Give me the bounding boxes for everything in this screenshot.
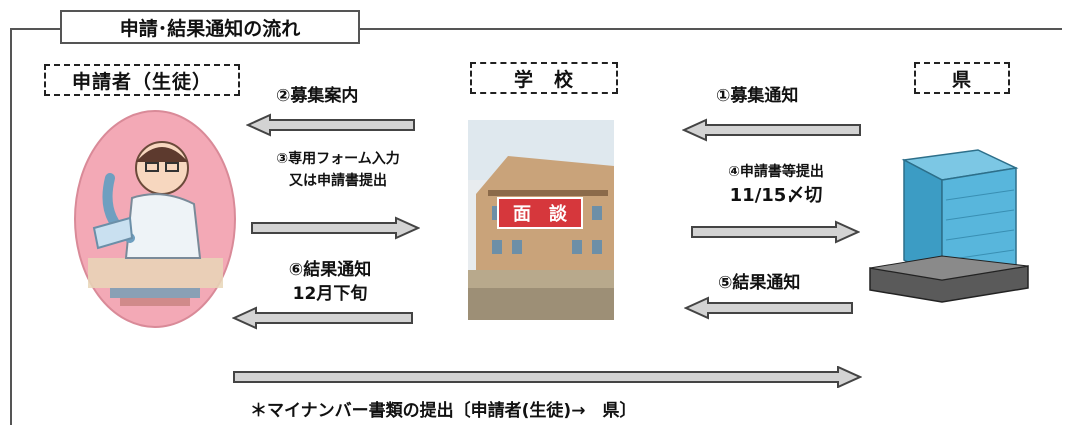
label-step2: ②募集案内: [276, 86, 359, 106]
label-step3-line1: ③専用フォーム入力: [276, 151, 400, 167]
arrow-step3-right: [251, 216, 420, 240]
label-step4-line1: ④申請書等提出: [728, 164, 824, 180]
prefecture-building-illustration: [869, 149, 1029, 303]
label-step6: ⑥結果通知 12月下旬: [250, 258, 410, 306]
label-step3: ③専用フォーム入力 又は申請書提出: [248, 148, 428, 192]
school-building-illustration: 面 談: [468, 120, 614, 320]
prefecture-box: 県: [914, 62, 1010, 94]
diagram-title: 申請･結果通知の流れ: [60, 10, 360, 44]
arrow-step2-left: [246, 113, 415, 137]
label-step3-line2: 又は申請書提出: [289, 173, 387, 189]
label-step5: ⑤結果通知: [718, 273, 801, 293]
applicant-box: 申請者（生徒）: [44, 64, 240, 96]
label-step4: ④申請書等提出 11/15〆切: [696, 160, 856, 208]
arrow-step5-left: [684, 296, 853, 320]
label-step6-line1: ⑥結果通知: [288, 260, 372, 280]
label-step6-line2: 12月下旬: [292, 284, 368, 304]
arrow-step4-right: [691, 220, 860, 244]
label-step1: ①募集通知: [716, 86, 799, 106]
school-box: 学 校: [470, 62, 618, 94]
arrow-step6-left: [232, 306, 413, 330]
arrow-step1-left: [682, 118, 861, 142]
label-step4-line2: 11/15〆切: [729, 185, 823, 206]
diagram-frame: [10, 28, 1062, 425]
arrow-mynumber-right: [233, 366, 862, 388]
school-sign-text: 面 談: [513, 203, 568, 225]
label-mynumber: ＊マイナンバー書類の提出〔申請者(生徒)→ 県〕: [250, 401, 637, 421]
student-illustration: [74, 110, 236, 328]
